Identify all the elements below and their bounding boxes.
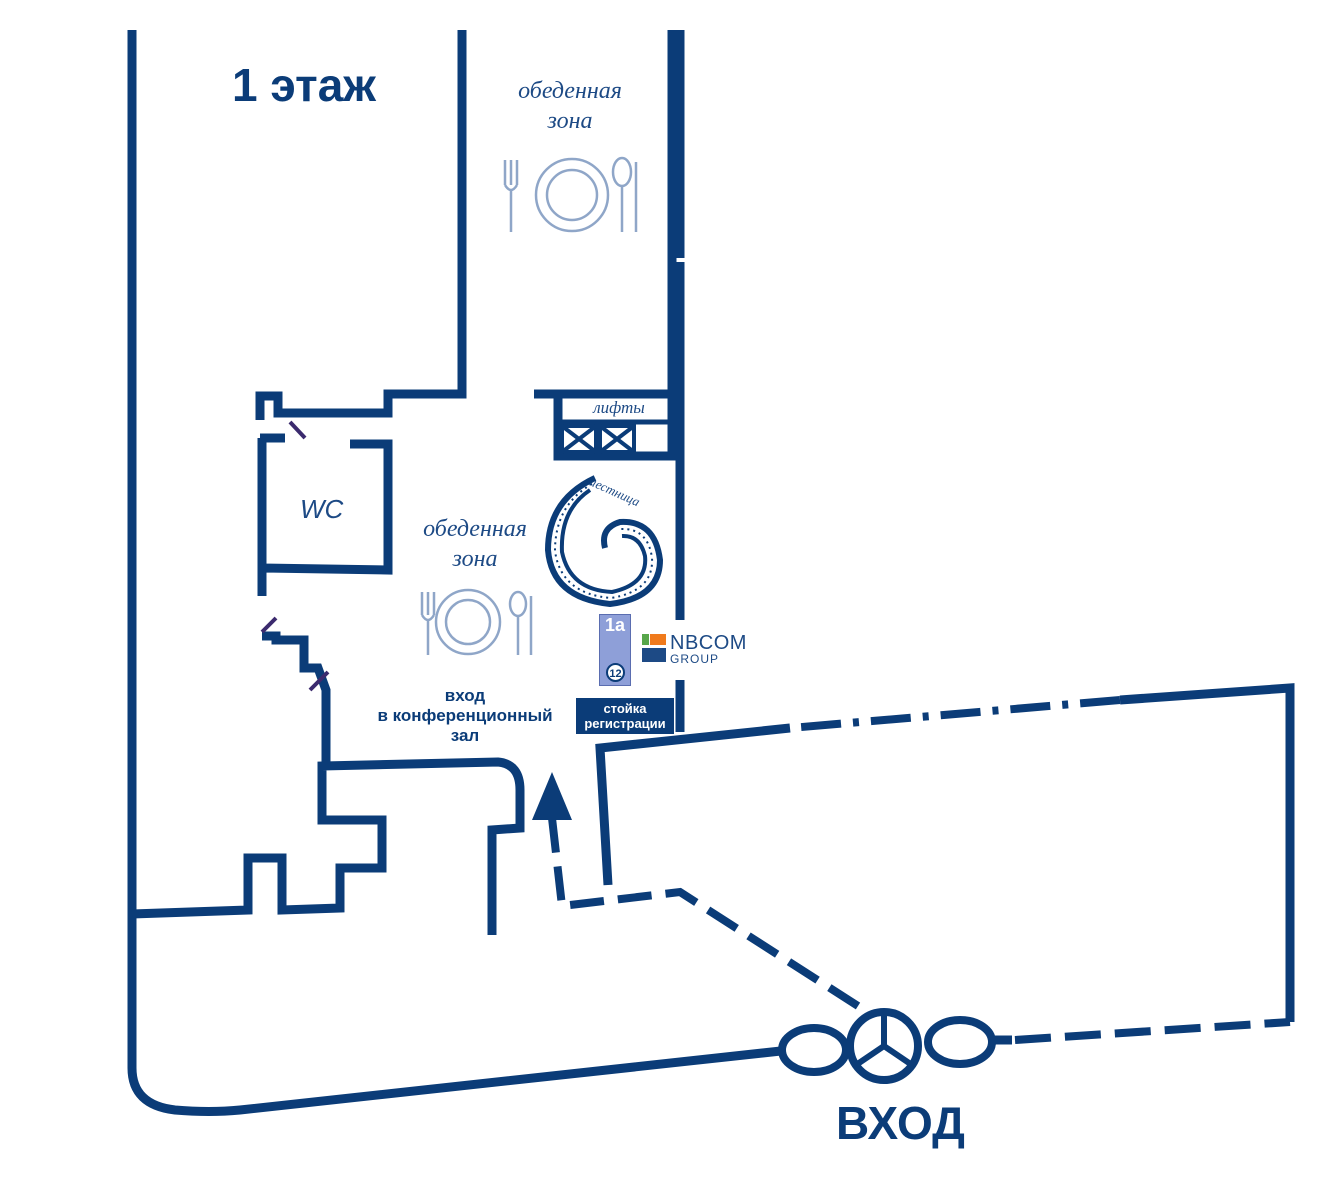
outer-wall [127, 30, 791, 1116]
door-marks [260, 420, 330, 692]
lift-block [553, 389, 677, 461]
logo-mark [642, 648, 666, 662]
right-block-left-wall [595, 723, 791, 886]
left-corridor-wall [262, 631, 331, 766]
dashed-wall-top [789, 696, 1121, 732]
right-block-wall [1119, 683, 1295, 1022]
registration-desk: стойка регистрации [576, 698, 674, 734]
plate-with-cutlery-icon [503, 156, 638, 233]
floor-title: 1 этаж [232, 59, 376, 111]
logo-name: NBCOM [670, 632, 747, 654]
conference-entrance-label: вход в конференционный зал [377, 686, 553, 745]
dining-zone-label: обеденная зона [518, 78, 622, 134]
sponsor-logo: NBCOM GROUP [642, 632, 772, 674]
dashed-wall-bottom-right [1014, 1018, 1291, 1044]
logo-subtitle: GROUP [670, 652, 720, 666]
spiral-staircase-icon [544, 475, 664, 608]
logo-mark [642, 634, 649, 645]
lift-icon [560, 424, 636, 454]
lifts-label: лифты [593, 398, 645, 417]
booth-code: 1a [604, 615, 626, 635]
dining-zone-label: обеденная зона [423, 516, 527, 572]
booth-number: 12 [606, 663, 625, 682]
wc-label: WC [300, 494, 344, 524]
logo-mark [650, 634, 666, 645]
revolving-door-icon [778, 1008, 996, 1084]
inner-wall-left [131, 757, 525, 935]
main-entrance-label: ВХОД [836, 1097, 965, 1149]
central-west-wall [255, 30, 467, 420]
direction-arrow-icon [532, 772, 861, 1010]
plate-with-cutlery-icon [420, 588, 533, 656]
